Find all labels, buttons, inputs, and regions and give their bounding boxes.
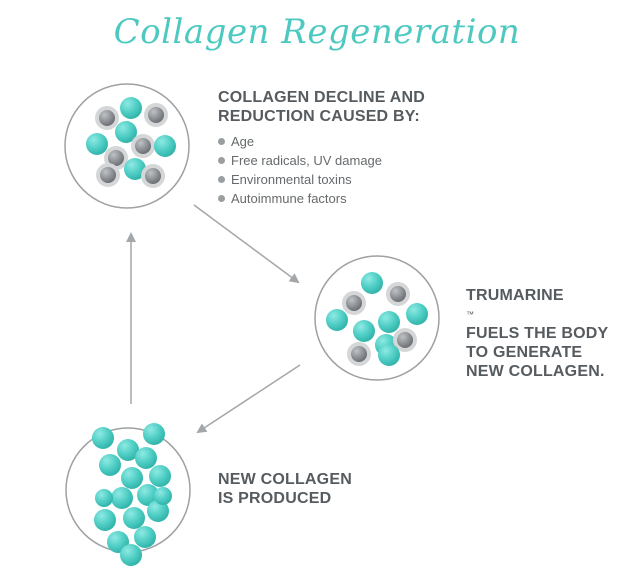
teal-molecule [99, 454, 121, 476]
teal-molecule [92, 427, 114, 449]
teal-molecule [326, 309, 348, 331]
teal-molecule [94, 509, 116, 531]
teal-molecule [123, 507, 145, 529]
diagram-title: Collagen Regeneration [113, 12, 521, 52]
decline-heading-line2: REDUCTION CAUSED BY: [218, 108, 420, 125]
teal-molecule [353, 320, 375, 342]
teal-molecule [378, 344, 400, 366]
produced-heading-line1: NEW COLLAGEN [218, 471, 352, 488]
teal-molecule [111, 487, 133, 509]
produced-molecules [92, 423, 172, 566]
teal-molecule [154, 135, 176, 157]
teal-molecule [86, 133, 108, 155]
trademark-symbol: ™ [466, 310, 475, 319]
teal-molecule [95, 489, 113, 507]
teal-molecule [117, 439, 139, 461]
cause-item: Autoimmune factors [218, 189, 382, 208]
bullet-icon [218, 195, 225, 202]
teal-molecule [134, 526, 156, 548]
teal-molecule [406, 303, 428, 325]
fuel-heading-line2: FUELS THE BODY [466, 325, 609, 342]
bullet-icon [218, 176, 225, 183]
bullet-icon [218, 157, 225, 164]
arrow-decline-to-fuel [193, 204, 300, 284]
teal-molecule [124, 158, 146, 180]
gray-molecule [390, 286, 406, 302]
fuel-molecules [326, 272, 428, 366]
teal-molecule [143, 423, 165, 445]
teal-molecule [361, 272, 383, 294]
teal-molecule [378, 311, 400, 333]
gray-molecule [135, 138, 151, 154]
cause-item: Free radicals, UV damage [218, 151, 382, 170]
produced-heading: NEW COLLAGEN IS PRODUCED [218, 470, 352, 508]
teal-molecule [147, 500, 169, 522]
teal-molecule [137, 484, 159, 506]
gray-molecule [108, 150, 124, 166]
causes-list: Age Free radicals, UV damage Environment… [218, 132, 382, 208]
teal-molecule [121, 467, 143, 489]
gray-molecule [100, 167, 116, 183]
bullet-icon [218, 138, 225, 145]
gray-molecule [145, 168, 161, 184]
decline-molecules [86, 97, 176, 188]
arrow-fuel-to-produced [196, 364, 301, 434]
gray-molecule [148, 107, 164, 123]
fuel-heading-line4: NEW COLLAGEN. [466, 363, 605, 380]
gray-molecule [397, 332, 413, 348]
teal-molecule [154, 487, 172, 505]
decline-heading-line1: COLLAGEN DECLINE AND [218, 89, 425, 106]
gray-molecule [99, 110, 115, 126]
produced-heading-line2: IS PRODUCED [218, 490, 332, 507]
decline-heading: COLLAGEN DECLINE AND REDUCTION CAUSED BY… [218, 88, 425, 126]
teal-molecule [120, 97, 142, 119]
teal-molecule [135, 447, 157, 469]
fuel-heading-line3: TO GENERATE [466, 344, 583, 361]
cause-item: Age [218, 132, 382, 151]
gray-molecule [351, 346, 367, 362]
teal-molecule [149, 465, 171, 487]
gray-molecule [346, 295, 362, 311]
teal-molecule [120, 544, 142, 566]
teal-molecule [115, 121, 137, 143]
cause-item: Environmental toxins [218, 170, 382, 189]
